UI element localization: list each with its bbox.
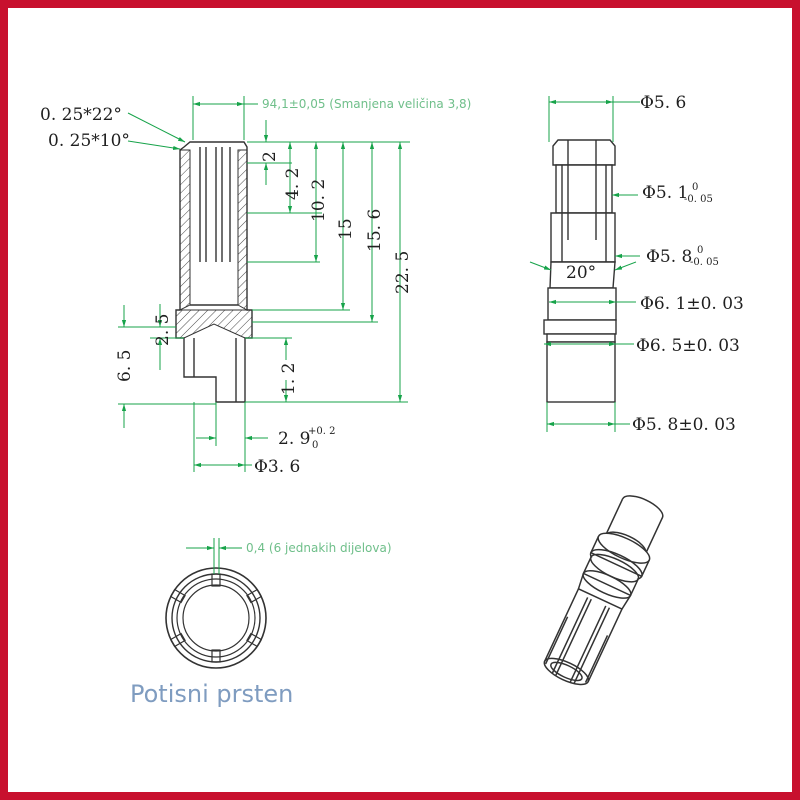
dim-5-6: Φ5. 6 — [640, 93, 686, 113]
dim-1-2: 1. 2 — [279, 363, 299, 395]
isometric-view — [543, 495, 664, 686]
front-view-dimensions: Φ5. 6 Φ5. 1 0 -0. 05 Φ5. 8 0 -0. 05 20° … — [529, 93, 744, 435]
angle-20: 20° — [566, 263, 596, 283]
dim-2-5: 2. 5 — [153, 314, 173, 346]
chamfer-22-label: 0. 25*22° — [40, 105, 122, 125]
ring-note: 0,4 (6 jednakih dijelova) — [246, 541, 392, 555]
dim-2-9: 2. 9 — [278, 429, 310, 449]
dim-6-5: 6. 5 — [115, 350, 135, 382]
dim-5-8-b: Φ5. 8±0. 03 — [632, 415, 736, 435]
dim-22-5: 22. 5 — [393, 251, 413, 294]
dim-5-1-tol-lower: -0. 05 — [684, 194, 713, 205]
dim-5-8-tol-upper: 0 — [697, 245, 703, 256]
dim-2-9-tol-upper: +0. 2 — [308, 426, 335, 437]
chamfer-10-label: 0. 25*10° — [48, 131, 130, 151]
dim-5-1-tol-upper: 0 — [692, 182, 698, 193]
ring-view: 0,4 (6 jednakih dijelova) — [165, 538, 392, 669]
dim-4-2: 4. 2 — [283, 168, 303, 200]
dim-15: 15 — [336, 218, 356, 240]
side-view-dimensions: 94,1±0,05 (Smanjena veličina 3,8) 0. 25*… — [40, 96, 471, 477]
dim-5-8-tol-lower: -0. 05 — [690, 257, 719, 268]
side-section-view — [175, 141, 253, 403]
dim-5-8: Φ5. 8 — [646, 247, 692, 267]
dim-5-1: Φ5. 1 — [642, 183, 688, 203]
dim-10-2: 10. 2 — [309, 179, 329, 222]
dim-2: 2 — [260, 151, 280, 162]
dim-15-6: 15. 6 — [365, 209, 385, 252]
dim-6-5: Φ6. 5±0. 03 — [636, 336, 740, 356]
dim-2-9-tol-lower: 0 — [312, 440, 318, 451]
note-top: 94,1±0,05 (Smanjena veličina 3,8) — [262, 97, 471, 111]
ring-title: Potisni prsten — [130, 680, 293, 708]
dim-3-6: Φ3. 6 — [254, 457, 300, 477]
dim-6-1: Φ6. 1±0. 03 — [640, 294, 744, 314]
